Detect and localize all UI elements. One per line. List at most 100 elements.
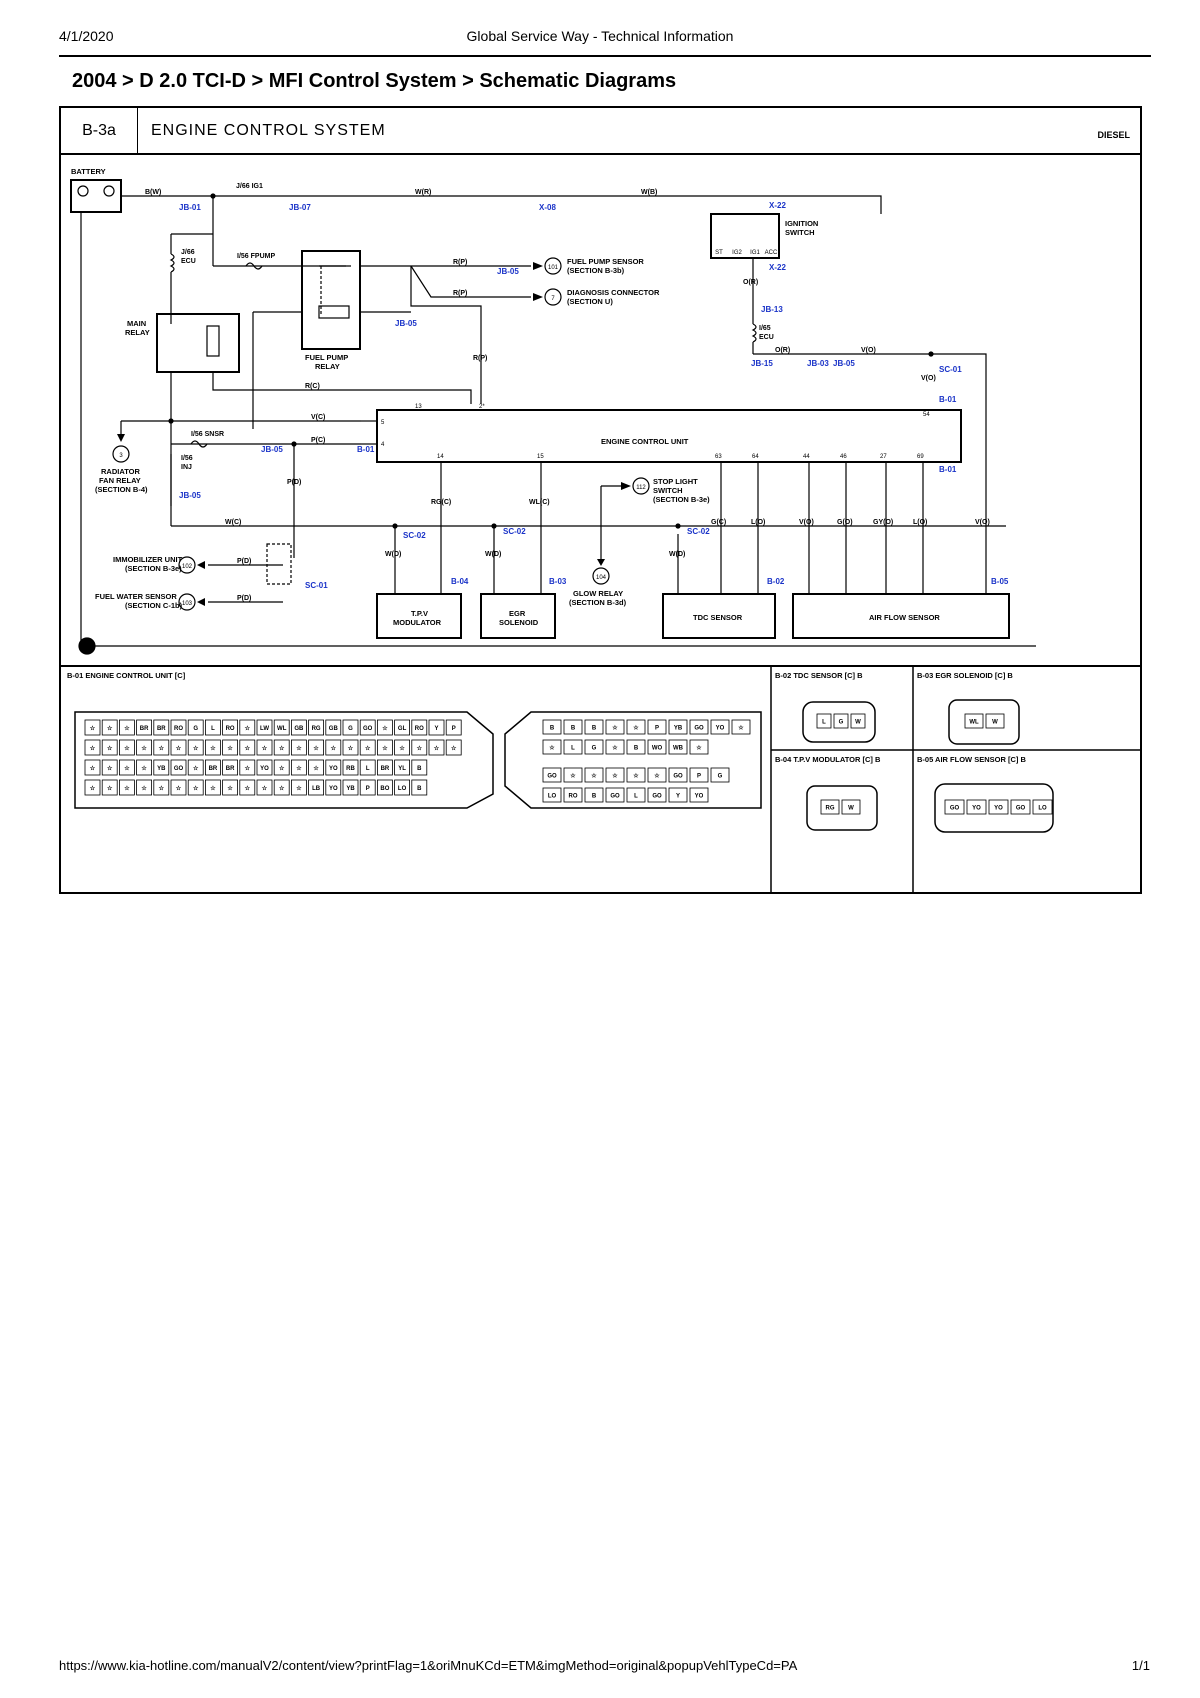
ecu-pin-row4-14-cell xyxy=(325,779,342,796)
ecu-pin-row4-17-cell xyxy=(376,779,393,796)
wire-or-2: O(R) xyxy=(775,347,790,354)
ecu-pin-row4-9-cell xyxy=(239,779,256,796)
ecu-pin-row1-7-cell xyxy=(204,719,221,736)
ecu-pin-row2-21-cell xyxy=(445,739,462,756)
diagram-titlebar: B-3a ENGINE CONTROL SYSTEM DIESEL xyxy=(61,108,1140,155)
ecu-pin-right_last-5-cell xyxy=(647,787,667,803)
ecu-pin-row2-21: ☆ xyxy=(451,745,457,752)
ecu-pin-right_bot-4-cell xyxy=(626,767,646,783)
ref-104-label: 104 xyxy=(596,575,607,581)
ecu-pin-row1-20: Y xyxy=(434,726,438,732)
ecu-connector-shell-right xyxy=(504,711,762,809)
ecu-pin-right_bot-2-cell xyxy=(584,767,604,783)
ecu-pin-right_top-2: B xyxy=(592,726,597,732)
ecu-pin-row2-9-cell xyxy=(239,739,256,756)
ecu-pin-row3-18-cell xyxy=(394,759,411,776)
ecu-pin-row1-7: L xyxy=(211,726,215,732)
conn-b05: B-05 xyxy=(991,577,1009,586)
wire-wd-3: W(D) xyxy=(669,551,685,558)
ecu-pin-right_last-1: RO xyxy=(569,794,578,800)
fuel-pump-relay-box xyxy=(301,250,361,350)
wire-rp-1: R(P) xyxy=(453,259,467,266)
ecu-pin-row3-16-cell xyxy=(359,759,376,776)
fuel-water-sensor-label-1: FUEL WATER SENSOR xyxy=(95,592,177,601)
ecu-pin-right_last-7-cell xyxy=(689,787,709,803)
ecu-pin-row2-1: ☆ xyxy=(107,745,113,752)
ecu-pin-row2-7-cell xyxy=(204,739,221,756)
ecu-pin-row4-7-cell xyxy=(204,779,221,796)
variant-label: DIESEL xyxy=(1097,130,1130,140)
ecu-pin-right_last-4-cell xyxy=(626,787,646,803)
ecu-pin-row1-3: BR xyxy=(140,726,149,732)
fuel-pump-relay-label-1: FUEL PUMP xyxy=(305,353,348,362)
wire-wd-2: W(D) xyxy=(485,551,501,558)
footer-url[interactable]: https://www.kia-hotline.com/manualV2/con… xyxy=(59,1658,798,1673)
ecu-pin-row3-2: ☆ xyxy=(124,765,130,772)
ecu-pin-right_top-3: ☆ xyxy=(612,725,618,732)
ecu-pin-row2-1-cell xyxy=(101,739,118,756)
afs-pin-4-cell xyxy=(1032,799,1053,815)
ecu-pin-row2-9: ☆ xyxy=(245,745,251,752)
ecu-pin-row4-19: B xyxy=(417,786,422,792)
ecu-pin-row1-5: RO xyxy=(174,726,183,732)
ecu-pin-row2-17: ☆ xyxy=(382,745,388,752)
ecu-pin-right_top-1-cell xyxy=(563,719,583,735)
ecu-pin-right_mid-2: G xyxy=(592,746,597,752)
ecu-pin-row1-0-cell xyxy=(84,719,101,736)
tdc-pin-0: L xyxy=(822,720,826,726)
ref-3-icon xyxy=(112,445,130,463)
ecu-pin-row3-4-cell xyxy=(153,759,170,776)
ecu-pin-row2-19-cell xyxy=(411,739,428,756)
wire-wd-1: W(D) xyxy=(385,551,401,558)
ref-7-label: 7 xyxy=(551,296,555,302)
egr-label-2: SOLENOID xyxy=(499,618,539,627)
ecu-pin-row3-8: BR xyxy=(226,766,235,772)
ecu-pin-right_top-1: B xyxy=(571,726,576,732)
ign-term-st: ST xyxy=(715,250,723,256)
ecu-pin-row1-9-cell xyxy=(239,719,256,736)
ecu-pin-row1-12-cell xyxy=(290,719,307,736)
ecu-pin-row4-1: ☆ xyxy=(107,785,113,792)
wire-pc: P(C) xyxy=(311,437,325,444)
ecu-pin-right_last-0: LO xyxy=(548,794,557,800)
ecu-pin-row2-20-cell xyxy=(428,739,445,756)
ref-112-icon xyxy=(632,477,650,495)
air-flow-sensor-box xyxy=(792,593,1010,639)
ecu-pin-row1-11-cell xyxy=(273,719,290,736)
ecu-pin-row4-18: LO xyxy=(398,786,407,792)
ecu-pin-right_top-5-cell xyxy=(647,719,667,735)
wire-vo-2: V(O) xyxy=(921,375,936,382)
ecu-pin-right_top-9-cell xyxy=(731,719,751,735)
diagram-title: ENGINE CONTROL SYSTEM xyxy=(151,122,386,139)
ecu-pin-row4-13: LB xyxy=(312,786,321,792)
ecu-pin-row1-8-cell xyxy=(222,719,239,736)
wire-gyo: GY(O) xyxy=(873,519,893,526)
ecu-pin-row4-8-cell xyxy=(222,779,239,796)
ecu-pin-row4-3: ☆ xyxy=(141,785,147,792)
ecu-pin-right_last-4: L xyxy=(634,794,638,800)
ecu-pin-right_bot-5: ☆ xyxy=(654,773,660,780)
ecu-pin-row1-0: ☆ xyxy=(90,725,96,732)
ecu-pin-right_bot-7: P xyxy=(697,774,701,780)
ecu-pin-row4-2: ☆ xyxy=(124,785,130,792)
conn-sc02-b: SC-02 xyxy=(503,527,526,536)
afs-pin-2-cell xyxy=(988,799,1009,815)
fuse-fpump: I/56 FPUMP xyxy=(237,253,275,260)
tdc-pin-1-cell xyxy=(833,713,849,729)
fuel-pump-sensor-label-1: FUEL PUMP SENSOR xyxy=(567,257,644,266)
ecu-pin-row4-0-cell xyxy=(84,779,101,796)
diagnosis-connector-label-2: (SECTION U) xyxy=(567,297,613,306)
ecu-pin-right_last-7: YO xyxy=(695,794,704,800)
ecu-pin-row2-5-cell xyxy=(170,739,187,756)
ecu-pin-row2-4: ☆ xyxy=(159,745,165,752)
ecu-pin-row3-0-cell xyxy=(84,759,101,776)
ecu-pin-row1-21: P xyxy=(452,726,456,732)
ecu-pin-right_bot-7-cell xyxy=(689,767,709,783)
ecu-pin-row2-12: ☆ xyxy=(296,745,302,752)
ecu-pin-row1-18-cell xyxy=(394,719,411,736)
ecu-connector-shell-left xyxy=(74,711,494,809)
ecu-pin-row4-15-cell xyxy=(342,779,359,796)
ecu-pin-row3-10-cell xyxy=(256,759,273,776)
diagram-code: B-3a xyxy=(61,108,138,153)
